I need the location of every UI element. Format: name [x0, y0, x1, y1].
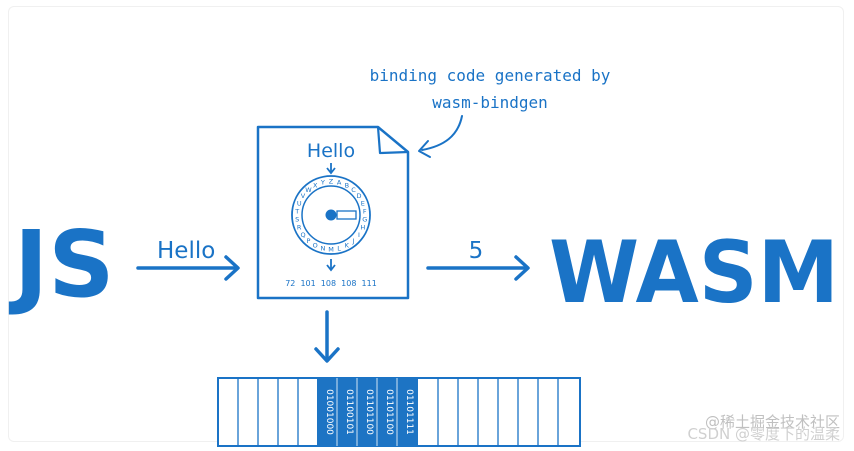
doc-down-arrow-bottom [326, 259, 336, 272]
annotation-line-1: binding code generated by [369, 66, 611, 85]
arrow-out [426, 255, 530, 281]
doc-char-codes: 72 101 108 108 111 [285, 279, 377, 288]
arrow-in-label: Hello [157, 238, 215, 264]
wheel-letter: H [360, 224, 365, 232]
wheel-letter: U [297, 199, 302, 207]
wheel-letter: P [307, 237, 311, 245]
wheel-letter: O [313, 242, 318, 250]
wheel-letter: V [301, 192, 306, 200]
wheel-letter: N [320, 245, 325, 253]
wheel-letter: B [345, 181, 349, 189]
memory-byte: 01100101 [344, 389, 354, 435]
wheel-letter: S [295, 216, 299, 224]
wheel-letter: D [356, 192, 361, 200]
wheel-letter: I [358, 231, 360, 239]
annotation-pointer-head [418, 140, 431, 158]
wheel-letter: Q [300, 231, 305, 239]
memory-bytes: 01001000 01100101 01101100 01101100 01101111 [324, 378, 414, 446]
annotation-pointer [421, 115, 463, 151]
wasm-label: WASM [549, 223, 839, 323]
linear-memory: 01001000 01100101 01101100 01101100 01101111 [217, 377, 581, 447]
js-label: JS [8, 211, 115, 318]
wheel-letter: G [362, 216, 367, 224]
wheel-letter: Z [329, 178, 334, 186]
wheel-letter: F [363, 207, 367, 215]
wheel-letter: E [361, 199, 365, 207]
wheel-letter: K [345, 242, 350, 250]
memory-byte: 01101100 [384, 389, 394, 435]
arrow-in [136, 255, 240, 281]
wheel-letter: J [352, 237, 355, 245]
doc-down-arrow-top [326, 163, 336, 175]
wheel-letter: L [337, 245, 341, 253]
doc-title: Hello [307, 140, 355, 162]
wheel-letter: Y [320, 179, 325, 187]
arrow-out-label: 5 [469, 238, 484, 264]
memory-cells [237, 378, 559, 446]
watermark-juejin: @稀土掘金技术社区 [704, 413, 840, 431]
memory-byte: 01101100 [364, 389, 374, 435]
arrow-down-to-memory [314, 310, 340, 363]
watermark-csdn: CSDN @零度下的温柔 [687, 425, 840, 443]
wheel-letter: X [313, 181, 318, 189]
wheel-letter: R [297, 224, 302, 232]
memory-byte: 01001000 [324, 389, 334, 435]
wheel-letter: T [294, 207, 299, 215]
wheel-letter: M [328, 246, 334, 254]
wheel-letter: W [305, 186, 312, 194]
memory-byte: 01101111 [404, 389, 414, 435]
annotation: binding code generated by wasm-bindgen [360, 62, 620, 116]
annotation-line-2: wasm-bindgen [432, 93, 548, 112]
wheel-letter: C [351, 186, 356, 194]
memory-filled-block [317, 378, 418, 446]
wheel-letter: A [337, 179, 342, 187]
